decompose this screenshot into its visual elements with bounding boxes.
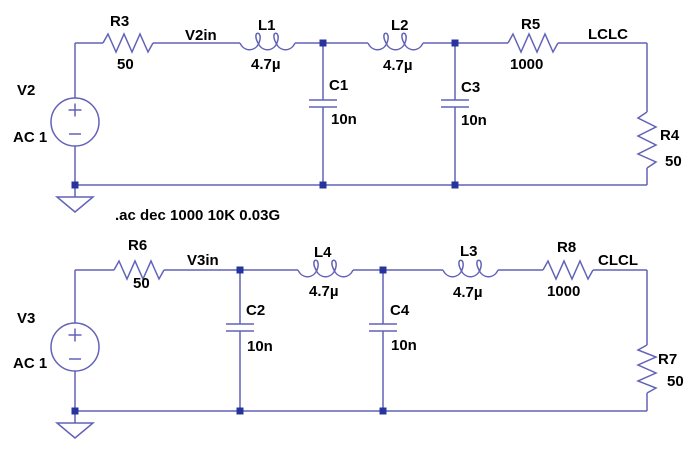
inductor-l3-value[interactable]: 4.7µ (453, 284, 483, 301)
resistor-r8[interactable] (542, 259, 594, 281)
capacitor-c4[interactable] (369, 323, 397, 332)
resistor-r6-value[interactable]: 50 (133, 275, 150, 292)
circuit-lclc: V2 AC 1 R3 50 V2in L1 4.7µ C1 10n (13, 13, 682, 213)
ground-symbol[interactable] (54, 196, 96, 213)
net-label-v2in[interactable]: V2in (185, 27, 217, 44)
inductor-l1[interactable] (239, 32, 296, 51)
source-ref[interactable]: V2 (17, 82, 35, 99)
net-label-lclc[interactable]: LCLC (588, 26, 628, 43)
inductor-l4-value[interactable]: 4.7µ (309, 283, 339, 300)
wires-bottom (74, 269, 648, 423)
voltage-source-v3[interactable]: V3 AC 1 (13, 310, 100, 372)
inductor-l3[interactable] (442, 259, 499, 278)
inductor-l1-ref[interactable]: L1 (258, 17, 276, 34)
inductor-l2-value[interactable]: 4.7µ (383, 57, 413, 74)
capacitor-c1[interactable] (309, 99, 337, 108)
resistor-r8-ref[interactable]: R8 (557, 239, 576, 256)
inductor-l2[interactable] (367, 32, 424, 51)
junction-dot (71, 407, 79, 415)
resistor-r5-value[interactable]: 1000 (510, 56, 543, 73)
ground-triangle-icon (54, 422, 96, 439)
resistor-r4-ref[interactable]: R4 (660, 127, 680, 144)
capacitor-c2[interactable] (226, 323, 254, 332)
resistor-zigzag-icon (636, 344, 658, 394)
plus-icon (68, 328, 82, 342)
resistor-r5-ref[interactable]: R5 (521, 16, 540, 33)
resistor-r3-ref[interactable]: R3 (110, 13, 129, 30)
source-value[interactable]: AC 1 (13, 355, 47, 372)
capacitor-c2-ref[interactable]: C2 (246, 302, 265, 319)
capacitor-c2-value[interactable]: 10n (247, 338, 273, 355)
capacitor-c4-value[interactable]: 10n (391, 337, 417, 354)
junction-dot (71, 181, 79, 189)
ground-triangle-icon (54, 196, 96, 213)
source-value[interactable]: AC 1 (13, 129, 47, 146)
inductor-l3-ref[interactable]: L3 (460, 243, 478, 260)
plus-icon (68, 103, 82, 117)
junction-dot (379, 407, 387, 415)
resistor-zigzag-icon (507, 32, 559, 54)
spice-directive[interactable]: .ac dec 1000 10K 0.03G (115, 207, 280, 224)
junction-dot (236, 266, 244, 274)
resistor-zigzag-icon (636, 111, 658, 169)
inductor-l4-ref[interactable]: L4 (314, 244, 332, 261)
capacitor-c1-ref[interactable]: C1 (329, 77, 348, 94)
source-circle-icon (50, 97, 100, 147)
resistor-r7-ref[interactable]: R7 (658, 351, 677, 368)
resistor-r3-value[interactable]: 50 (117, 56, 134, 73)
resistor-r6[interactable] (113, 259, 165, 281)
junction-dot (451, 181, 459, 189)
inductor-coil-icon (442, 259, 499, 278)
resistor-r4-value[interactable]: 50 (665, 153, 682, 170)
source-circle-icon (50, 322, 100, 372)
resistor-zigzag-icon (102, 32, 154, 54)
inductor-l4[interactable] (297, 259, 354, 278)
capacitor-c1-value[interactable]: 10n (331, 111, 357, 128)
voltage-source-v2[interactable]: V2 AC 1 (13, 82, 100, 147)
junction-dots-top (71, 39, 459, 189)
junction-dot (319, 181, 327, 189)
resistor-r5[interactable] (507, 32, 559, 54)
ground-symbol[interactable] (54, 422, 96, 439)
resistor-zigzag-icon (113, 259, 165, 281)
resistor-r7[interactable] (636, 344, 658, 394)
wires-top (74, 42, 648, 197)
junction-dot (236, 407, 244, 415)
capacitor-c3-value[interactable]: 10n (461, 112, 487, 129)
resistor-r6-ref[interactable]: R6 (128, 237, 147, 254)
resistor-zigzag-icon (542, 259, 594, 281)
resistor-r7-value[interactable]: 50 (667, 373, 684, 390)
resistor-r4[interactable] (636, 111, 658, 169)
junction-dot (379, 266, 387, 274)
resistor-r8-value[interactable]: 1000 (547, 283, 580, 300)
junction-dots-bottom (71, 266, 387, 415)
junction-dot (451, 39, 459, 47)
inductor-coil-icon (239, 32, 296, 51)
capacitor-c3-ref[interactable]: C3 (461, 79, 480, 96)
inductor-l2-ref[interactable]: L2 (391, 17, 409, 34)
capacitor-c4-ref[interactable]: C4 (390, 302, 410, 319)
junction-dot (319, 39, 327, 47)
source-ref[interactable]: V3 (17, 310, 35, 327)
inductor-coil-icon (367, 32, 424, 51)
inductor-coil-icon (297, 259, 354, 278)
resistor-r3[interactable] (102, 32, 154, 54)
circuit-clcl: V3 AC 1 R6 50 V3in C2 10n L4 4.7µ (13, 237, 684, 439)
net-label-v3in[interactable]: V3in (187, 252, 219, 269)
net-label-clcl[interactable]: CLCL (598, 252, 638, 269)
capacitor-c3[interactable] (441, 99, 469, 108)
inductor-l1-value[interactable]: 4.7µ (251, 56, 281, 73)
